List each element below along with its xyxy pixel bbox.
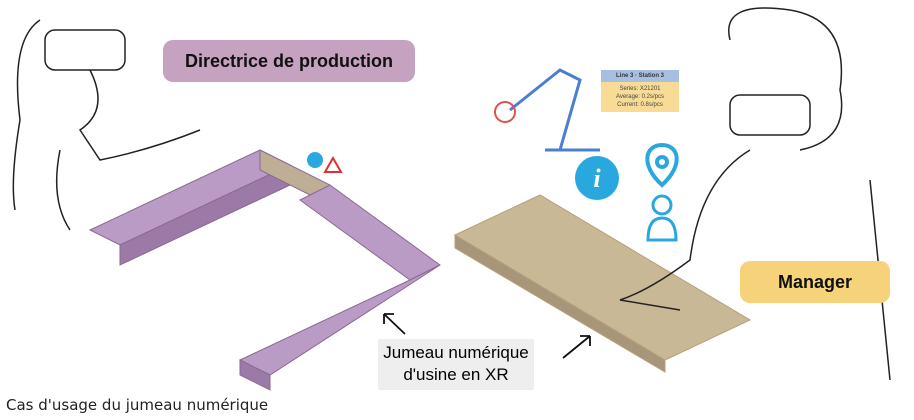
card-series: Series: X21201: [619, 86, 661, 92]
location-pin-icon: [645, 142, 679, 188]
manager-label: Manager: [740, 261, 890, 303]
digital-twin-line2: d'usine en XR: [403, 365, 509, 384]
figure-caption: Cas d'usage du jumeau numérique: [6, 396, 269, 414]
robot-arm-icon: [494, 68, 600, 152]
director-label: Directrice de production: [163, 40, 415, 82]
director-person: [12, 19, 201, 231]
svg-text:i: i: [593, 164, 601, 193]
card-average: Average: 0.2s/pcs: [616, 94, 664, 100]
digital-twin-label: Jumeau numérique d'usine en XR: [378, 339, 534, 390]
factory-line-right: [453, 194, 752, 373]
factory-line-left: [88, 149, 441, 391]
card-current: Current: 0.8s/pcs: [617, 102, 663, 108]
info-icon-small: [307, 152, 323, 168]
station-info-card: Line 3 · Station 3 Series: X21201 Averag…: [601, 70, 679, 120]
card-title: Line 3 · Station 3: [601, 70, 679, 82]
arrows: [383, 313, 591, 359]
digital-twin-line1: Jumeau numérique: [383, 343, 529, 362]
alert-icon: [323, 155, 343, 173]
person-icon: [646, 194, 678, 242]
info-icon: [575, 156, 619, 200]
